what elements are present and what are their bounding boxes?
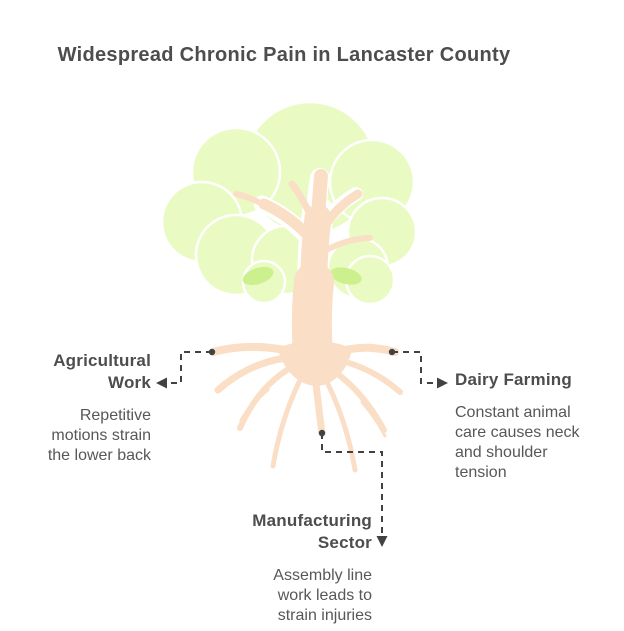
root-crown [278, 341, 352, 386]
node-description: Repetitive motions strain the lower back [47, 407, 151, 464]
diagram-title: Widespread Chronic Pain in Lancaster Cou… [57, 44, 511, 66]
node-description: Constant animal care causes neck and sho… [455, 404, 580, 481]
node-label: Agricultural Work [53, 351, 151, 392]
node-agricultural-work: Agricultural Work Repetitive motions str… [10, 350, 151, 466]
node-description: Assembly line work leads to strain injur… [273, 567, 372, 624]
node-label: Manufacturing Sector [252, 511, 372, 552]
tree-foliage [160, 100, 418, 306]
tree-with-roots-icon [160, 100, 418, 473]
tree-bright-leaves [242, 266, 362, 286]
tree-roots [209, 342, 403, 473]
node-manufacturing-sector: Manufacturing Sector Assembly line work … [232, 510, 372, 626]
node-dairy-farming: Dairy Farming Constant animal care cause… [455, 369, 611, 483]
arrow-down-icon [376, 536, 388, 547]
node-label: Dairy Farming [455, 370, 572, 389]
